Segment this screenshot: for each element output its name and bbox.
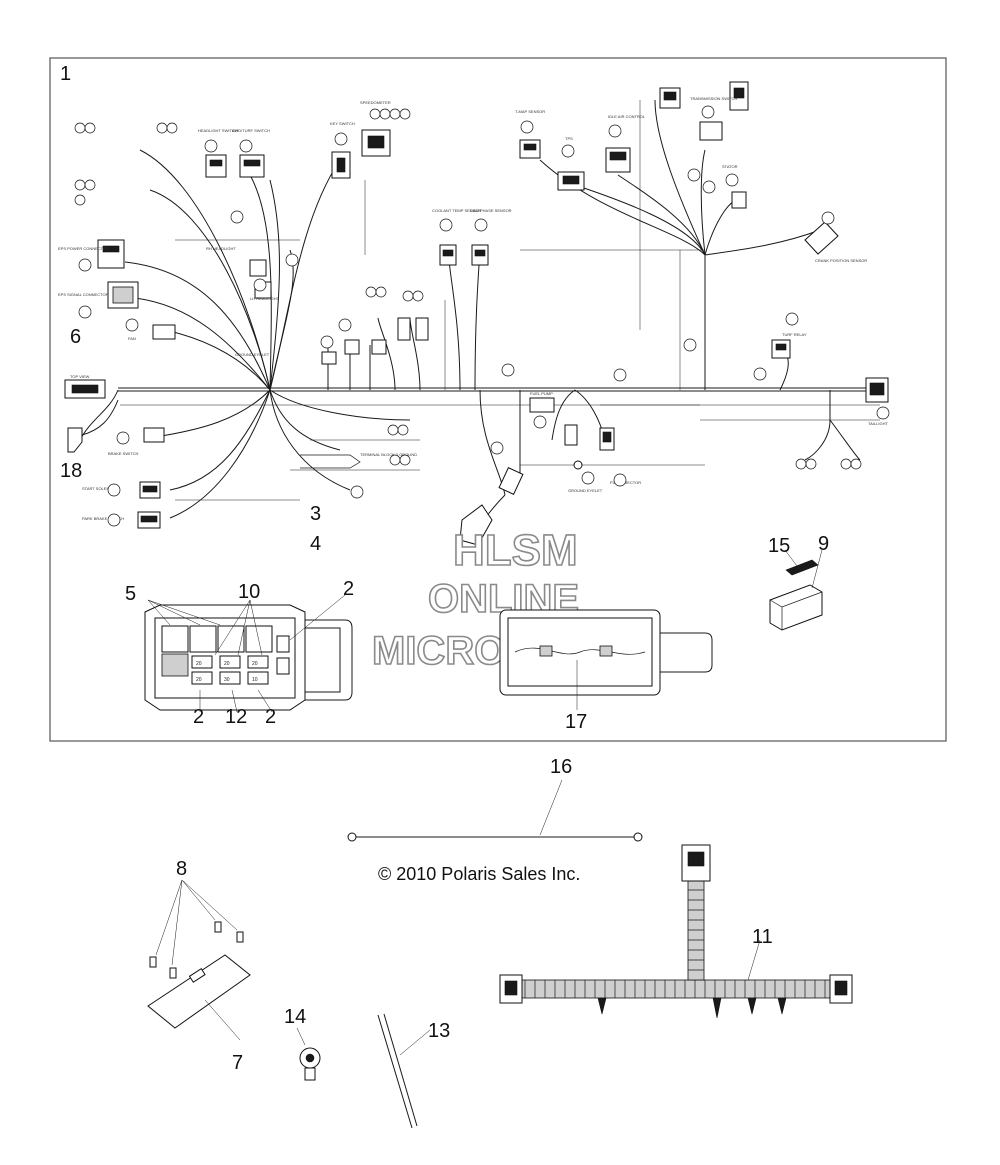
callout-2-right: 2: [265, 706, 276, 728]
clip-and-tie: [296, 1013, 431, 1129]
main-harness: [79, 99, 880, 526]
callout-4: 4: [310, 533, 321, 555]
top-view-label: TOP VIEW: [70, 374, 90, 379]
callout-1: 1: [60, 63, 71, 85]
relay-strap: [499, 609, 713, 710]
start-solenoid-label: START SOLENOID: [82, 486, 117, 491]
speedometer-label: SPEEDOMETER: [360, 100, 391, 105]
callout-7: 7: [232, 1052, 243, 1074]
eps-signal-label: EPS SIGNAL CONNECTOR: [58, 292, 109, 297]
callout-12: 12: [225, 706, 247, 728]
transmission-switch-label: TRANSMISSION SWITCH: [690, 96, 737, 101]
battery-cable: [347, 779, 643, 842]
coolant-temp-label: COOLANT TEMP SENSOR: [432, 208, 481, 213]
callout-11: 11: [752, 926, 773, 948]
watermark-line1: HLSM: [453, 526, 578, 575]
cam-phase-label: CAM PHASE SENSOR: [470, 208, 512, 213]
taillight-label: TAILLIGHT: [868, 421, 888, 426]
callout-10: 10: [238, 581, 260, 603]
key-switch-label: KEY SWITCH: [330, 121, 355, 126]
fuse-value-5: 30: [224, 677, 230, 683]
rh-headlight-label: RH HEADLIGHT: [206, 246, 236, 251]
callout-3: 3: [310, 503, 321, 525]
turf-relay-label: TURF RELAY: [782, 332, 807, 337]
sub-harness: [499, 844, 853, 1019]
fuse-value-2: 20: [224, 661, 230, 667]
eps-power-label: EPS POWER CONNECTOR: [58, 246, 109, 251]
fuse-value-4: 20: [196, 677, 202, 683]
tps-label: TPS: [565, 136, 573, 141]
callout-17: 17: [565, 711, 587, 733]
watermark: HLSM ONLINE MICROFICHE: [371, 525, 626, 674]
callout-13: 13: [428, 1020, 450, 1042]
callout-5: 5: [125, 583, 136, 605]
fuel-pump-label: FUEL PUMP: [530, 391, 553, 396]
fuse-value-1: 20: [196, 661, 202, 667]
headlight-switch-label: HEADLIGHT SWITCH: [198, 128, 238, 133]
callout-labels: 1 6 18 3 4 5 10 2 2 12 2 17 15 9 16 8 11…: [60, 63, 829, 1074]
relay-box: [769, 549, 823, 631]
callout-6: 6: [70, 326, 81, 348]
t-map-label: T-MAP SENSOR: [515, 109, 545, 114]
park-brake-label: PARK BRAKE SWITCH: [82, 516, 124, 521]
stator-label: STATOR: [722, 164, 738, 169]
callout-14: 14: [284, 1006, 306, 1028]
fuse-value-6: 10: [252, 677, 258, 683]
callout-18: 18: [60, 460, 82, 482]
idle-air-label: IDLE AIR CONTROL: [608, 114, 646, 119]
ground-eyelet-label: GROUND EYELET: [568, 488, 603, 493]
terminal-block-label: TERMINAL BLOCK 2 GROUND: [360, 452, 417, 457]
assembly-frame: [49, 57, 947, 742]
copyright-text: © 2010 Polaris Sales Inc.: [378, 864, 580, 884]
screws-bracket: [147, 879, 251, 1041]
fan-label: FAN: [128, 336, 136, 341]
callout-2-top: 2: [343, 578, 354, 600]
awd-turf-label: AWD/TURF SWITCH: [232, 128, 270, 133]
callout-15: 15: [768, 535, 790, 557]
fuse-value-3: 20: [252, 661, 258, 667]
fuse-box: 20 20 20 20 30 10: [144, 594, 353, 713]
callout-16: 16: [550, 756, 572, 778]
lh-headlight-label: LH HEADLIGHT: [250, 296, 280, 301]
crank-position-label: CRANK POSITION SENSOR: [815, 258, 867, 263]
harness-connectors: TOP VIEW EPS POWER CONNECTOR EPS SIGNAL …: [58, 81, 890, 546]
callout-8: 8: [176, 858, 187, 880]
callout-9: 9: [818, 533, 829, 555]
ground-eyelet-ref: GROUND EYELET: [235, 352, 270, 357]
callout-2-left: 2: [193, 706, 204, 728]
brake-switch-label: BRAKE SWITCH: [108, 451, 139, 456]
